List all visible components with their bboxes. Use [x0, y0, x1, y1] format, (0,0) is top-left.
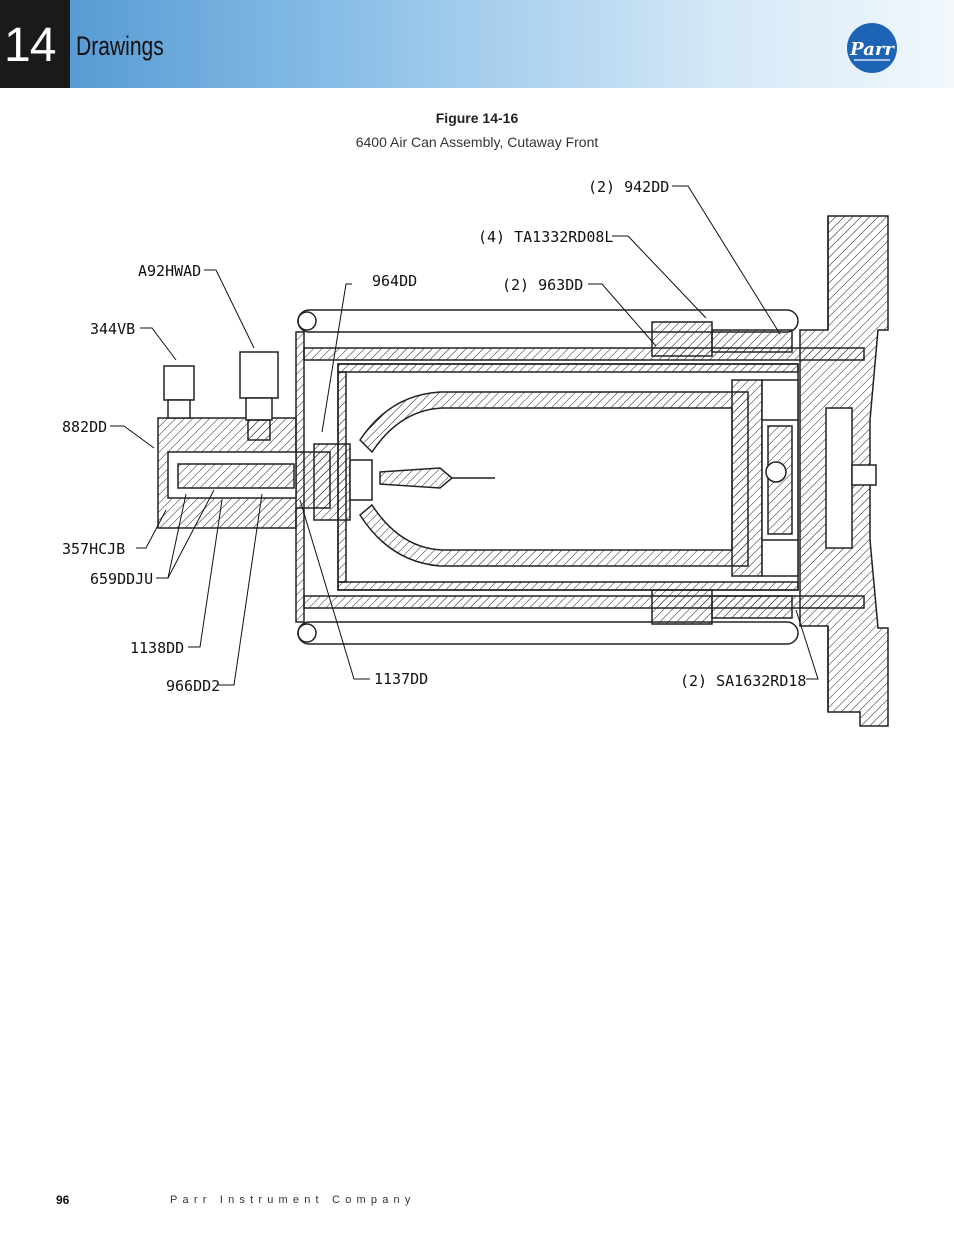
callout-ta1332rd08l: (4) TA1332RD08L [478, 228, 613, 246]
air-can-drawing: (2) 942DD (4) TA1332RD08L (2) 963DD A92H… [62, 178, 889, 727]
top-tie-rod [297, 309, 799, 333]
callout-942dd: (2) 942DD [588, 178, 669, 196]
fitting-344vb [163, 365, 195, 401]
page-number: 96 [56, 1193, 70, 1207]
callout-964dd: 964DD [372, 272, 417, 290]
callout-1138dd: 1138DD [130, 639, 184, 657]
logo-text: Parr [849, 39, 895, 60]
callout-sa1632rd18: (2) SA1632RD18 [680, 672, 806, 690]
callout-a92hwad: A92HWAD [138, 262, 201, 280]
callout-659ddju: 659DDJU [90, 570, 153, 588]
callout-882dd: 882DD [62, 418, 107, 436]
bottom-tie-rod [297, 621, 799, 645]
figure-label: Figure 14-16 [435, 110, 519, 126]
callout-966dd2: 966DD2 [166, 677, 220, 695]
page-header: 14 Drawings Parr [0, 0, 954, 88]
callout-357hcjb: 357HCJB [62, 540, 125, 558]
bomb-body [359, 391, 749, 567]
callout-1137dd: 1137DD [374, 670, 428, 688]
callout-344vb: 344VB [90, 320, 135, 338]
chapter-number-box: 14 [0, 0, 70, 88]
fitting-a92hwad [239, 351, 279, 399]
parr-logo: Parr [847, 23, 897, 73]
chapter-number: 14 [4, 19, 56, 72]
company-name: Parr Instrument Company [170, 1194, 416, 1206]
callout-963dd: (2) 963DD [502, 276, 583, 294]
figure-caption: 6400 Air Can Assembly, Cutaway Front [355, 134, 599, 150]
chapter-title: Drawings [76, 31, 164, 61]
